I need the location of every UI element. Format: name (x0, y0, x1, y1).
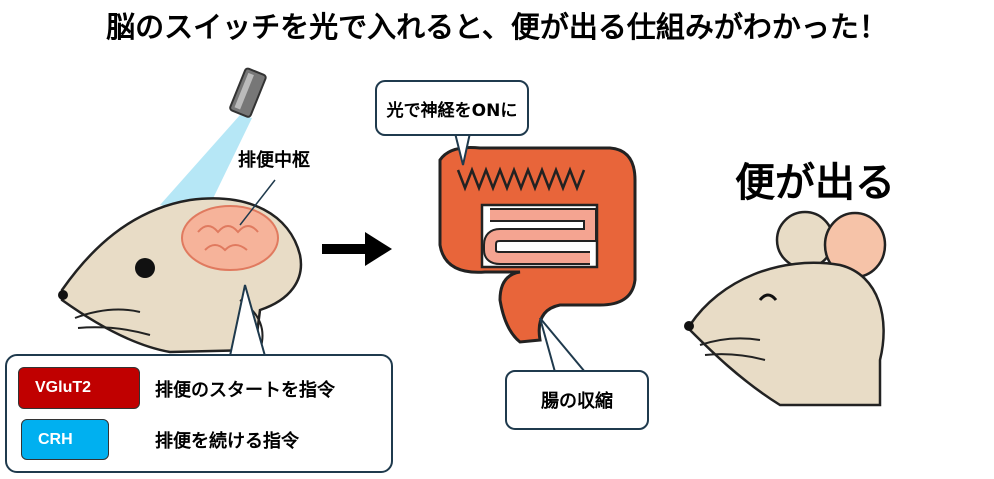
page-title: 脳のスイッチを光で入れると、便が出る仕組みがわかった！ (106, 10, 888, 44)
mouse-right-happy-icon (684, 210, 887, 407)
result-label: 便が出る (735, 160, 895, 206)
arrow-right-icon (322, 232, 392, 266)
legend-tag-vglut2: VGluT2 (18, 367, 140, 409)
colon-icon (438, 146, 637, 344)
legend-desc-crh: 排便を続ける指令 (155, 431, 299, 452)
legend-desc-vglut2: 排便のスタートを指令 (155, 380, 335, 401)
legend: VGluT2 排便のスタートを指令 CRH 排便を続ける指令 (5, 354, 393, 473)
callout-light-on: 光で神経をONに (375, 80, 529, 136)
legend-tag-crh: CRH (21, 419, 109, 460)
callout-contraction: 腸の収縮 (505, 370, 649, 430)
optical-fiber-icon (229, 67, 267, 118)
light-beam (160, 115, 252, 215)
brain-icon (181, 205, 279, 271)
brain-center-label: 排便中枢 (238, 150, 310, 171)
